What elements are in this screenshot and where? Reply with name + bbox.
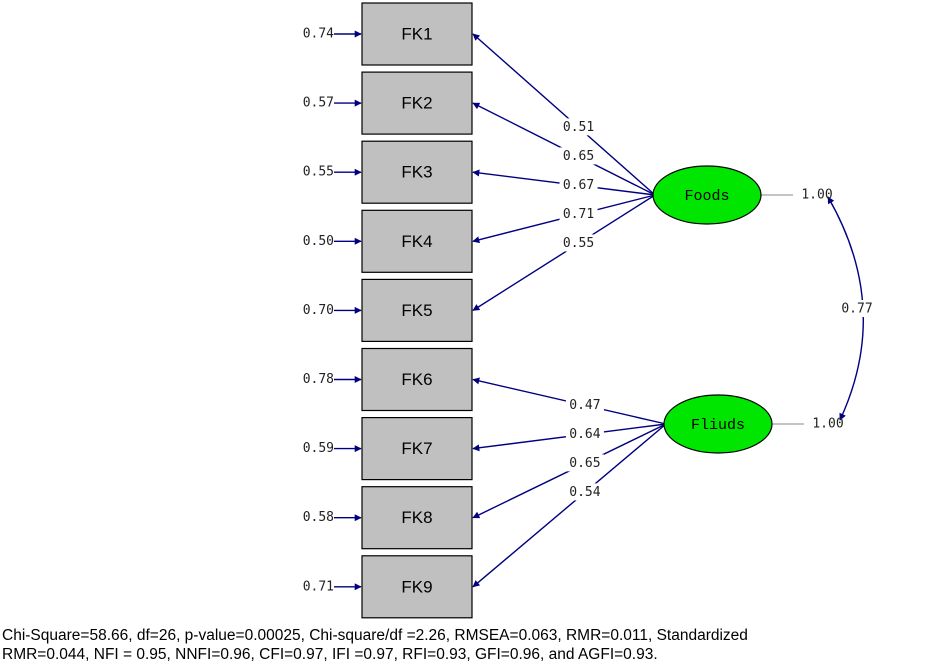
indicator-box-fk7 <box>361 417 473 481</box>
error-variance-fk1: 0.74 <box>303 27 334 42</box>
indicator-label-fk5: FK5 <box>401 301 432 320</box>
loading-label-fk3: 0.67 <box>563 178 594 193</box>
loading-label-bg <box>559 176 598 194</box>
variance-label-foods: 1.00 <box>801 188 832 203</box>
error-variance-fk5: 0.70 <box>303 303 334 318</box>
loading-label-bg <box>559 118 598 136</box>
loading-label-fk1: 0.51 <box>563 120 594 135</box>
loading-label-bg <box>565 396 604 414</box>
error-variance-fk8: 0.58 <box>303 510 334 525</box>
indicator-box-fk3 <box>361 140 473 204</box>
loading-label-fk7: 0.64 <box>569 427 600 442</box>
loading-arrow-fk5 <box>472 194 656 311</box>
error-variance-fk7: 0.59 <box>303 441 334 456</box>
latent-ellipse-foods <box>652 165 762 225</box>
indicator-label-fk7: FK7 <box>401 439 432 458</box>
indicator-box-fk2 <box>361 71 473 135</box>
error-variance-fk6: 0.78 <box>303 372 334 387</box>
correlation-label-bg <box>838 300 876 317</box>
indicator-label-fk6: FK6 <box>401 370 432 389</box>
fit-statistics-line-2: RMR=0.044, NFI = 0.95, NNFI=0.96, CFI=0.… <box>2 646 658 663</box>
loading-label-fk9: 0.54 <box>569 485 600 500</box>
loading-arrow-fk1 <box>472 33 656 196</box>
indicator-box-fk9 <box>361 555 473 619</box>
loading-label-fk4: 0.71 <box>563 207 594 222</box>
indicator-label-fk8: FK8 <box>401 508 432 527</box>
latent-label-foods: Foods <box>684 188 729 205</box>
loading-label-bg <box>565 425 604 443</box>
fit-statistics-line-1: Chi-Square=58.66, df=26, p-value=0.00025… <box>2 627 748 644</box>
loading-label-fk8: 0.65 <box>569 456 600 471</box>
loading-label-bg <box>565 454 604 472</box>
error-variance-fk9: 0.71 <box>303 579 334 594</box>
latent-ellipse-fliuds <box>663 394 773 454</box>
indicator-box-fk5 <box>361 278 473 342</box>
variance-label-fliuds: 1.00 <box>812 417 843 432</box>
loading-label-fk6: 0.47 <box>569 398 600 413</box>
correlation-label: 0.77 <box>841 302 872 317</box>
loading-label-fk5: 0.55 <box>563 236 594 251</box>
error-variance-fk2: 0.57 <box>303 96 334 111</box>
indicator-label-fk9: FK9 <box>401 577 432 596</box>
error-variance-fk3: 0.55 <box>303 165 334 180</box>
indicator-box-fk1 <box>361 2 473 66</box>
loading-label-bg <box>559 234 598 252</box>
loading-label-bg <box>565 483 604 501</box>
error-variance-fk4: 0.50 <box>303 234 334 249</box>
indicator-label-fk4: FK4 <box>401 232 432 251</box>
indicator-label-fk1: FK1 <box>401 24 432 43</box>
loading-label-bg <box>559 147 598 165</box>
loading-arrow-fk9 <box>472 423 667 588</box>
indicator-box-fk4 <box>361 209 473 273</box>
latent-label-fliuds: Fliuds <box>691 417 745 434</box>
indicator-label-fk2: FK2 <box>401 94 432 113</box>
indicator-label-fk3: FK3 <box>401 163 432 182</box>
loading-label-bg <box>559 205 598 223</box>
indicator-box-fk8 <box>361 486 473 550</box>
fit-statistics: Chi-Square=58.66, df=26, p-value=0.00025… <box>2 626 946 664</box>
indicator-box-fk6 <box>361 347 473 412</box>
loading-label-fk2: 0.65 <box>563 149 594 164</box>
